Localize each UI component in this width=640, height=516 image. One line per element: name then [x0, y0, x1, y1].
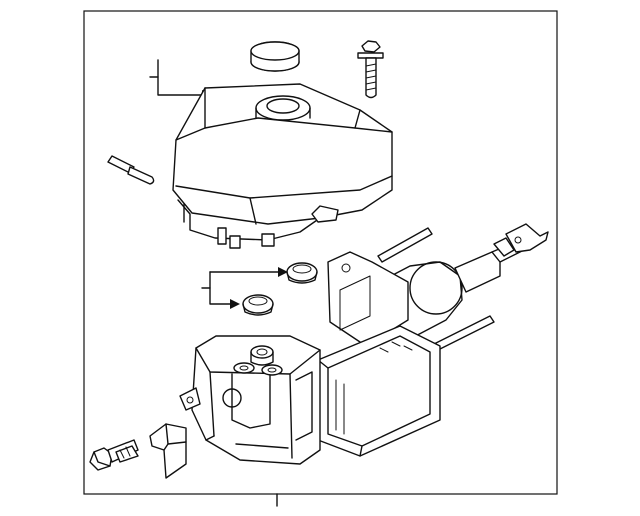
reservoir-cap-icon[interactable] [250, 41, 300, 72]
fluid-reservoir-icon[interactable] [172, 83, 393, 249]
grommet-icon[interactable] [286, 262, 318, 284]
master-cylinder-assembly-icon[interactable] [179, 223, 549, 465]
diagram-frame [83, 10, 558, 495]
flange-bolt-icon[interactable] [89, 439, 139, 471]
bracket-icon[interactable] [149, 423, 187, 479]
grommet-callout [201, 267, 288, 309]
retaining-pin-icon[interactable] [107, 155, 155, 185]
grommet-icon[interactable] [242, 294, 274, 316]
mounting-bolt-icon[interactable] [357, 40, 384, 99]
